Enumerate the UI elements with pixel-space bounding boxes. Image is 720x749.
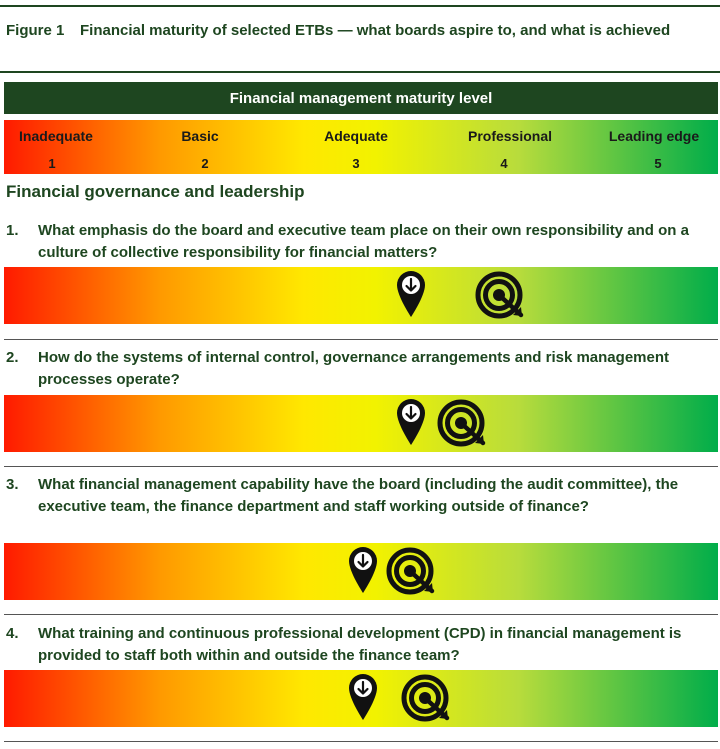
level-label-4: Professional	[467, 128, 553, 144]
level-label-1: Inadequate	[19, 128, 93, 144]
level-number-2: 2	[201, 156, 209, 171]
location-pin-arrow-icon	[348, 547, 377, 593]
level-number-3: 3	[352, 156, 360, 171]
maturity-bar-3	[4, 543, 718, 600]
target-icon	[401, 674, 449, 722]
level-label-5: Leading edge	[608, 128, 700, 144]
target-icon	[386, 547, 434, 595]
section-title: Financial governance and leadership	[6, 182, 305, 201]
divider	[4, 339, 718, 340]
question-text: What emphasis do the board and executive…	[38, 222, 689, 261]
figure-number: Figure 1	[6, 22, 65, 39]
level-label-2: Basic	[181, 128, 219, 144]
question-number: 3.	[6, 476, 19, 493]
figure-title: Figure 1 Financial maturity of selected E…	[6, 20, 706, 42]
maturity-banner: Financial management maturity level	[4, 82, 718, 114]
question-number: 4.	[6, 625, 19, 642]
maturity-bar-1	[4, 267, 718, 324]
level-label-3: Adequate	[324, 128, 388, 144]
question-text: What training and continuous professiona…	[38, 625, 682, 664]
question-3: 3. What financial management capability …	[6, 474, 712, 518]
question-2: 2. How do the systems of internal contro…	[6, 347, 712, 391]
question-number: 1.	[6, 222, 19, 239]
divider	[4, 741, 718, 742]
level-number-1: 1	[48, 156, 56, 171]
location-pin-arrow-icon	[397, 399, 426, 445]
location-pin-arrow-icon	[348, 674, 377, 720]
divider	[4, 466, 718, 467]
title-rule	[0, 71, 720, 73]
top-rule	[0, 5, 720, 7]
level-number-4: 4	[500, 156, 508, 171]
target-icon	[475, 271, 524, 319]
question-text: How do the systems of internal control, …	[38, 349, 669, 388]
level-number-5: 5	[654, 156, 662, 171]
question-4: 4. What training and continuous professi…	[6, 623, 712, 667]
maturity-scale: Inadequate 1 Basic 2 Adequate 3 Professi…	[4, 120, 718, 174]
figure-title-text: Financial maturity of selected ETBs — wh…	[80, 22, 671, 39]
maturity-bar-2	[4, 395, 718, 452]
maturity-bar-4	[4, 670, 718, 727]
question-text: What financial management capability hav…	[38, 476, 679, 515]
location-pin-arrow-icon	[397, 271, 426, 317]
divider	[4, 614, 718, 615]
question-1: 1. What emphasis do the board and execut…	[6, 220, 712, 264]
target-icon	[437, 399, 486, 447]
question-number: 2.	[6, 349, 19, 366]
